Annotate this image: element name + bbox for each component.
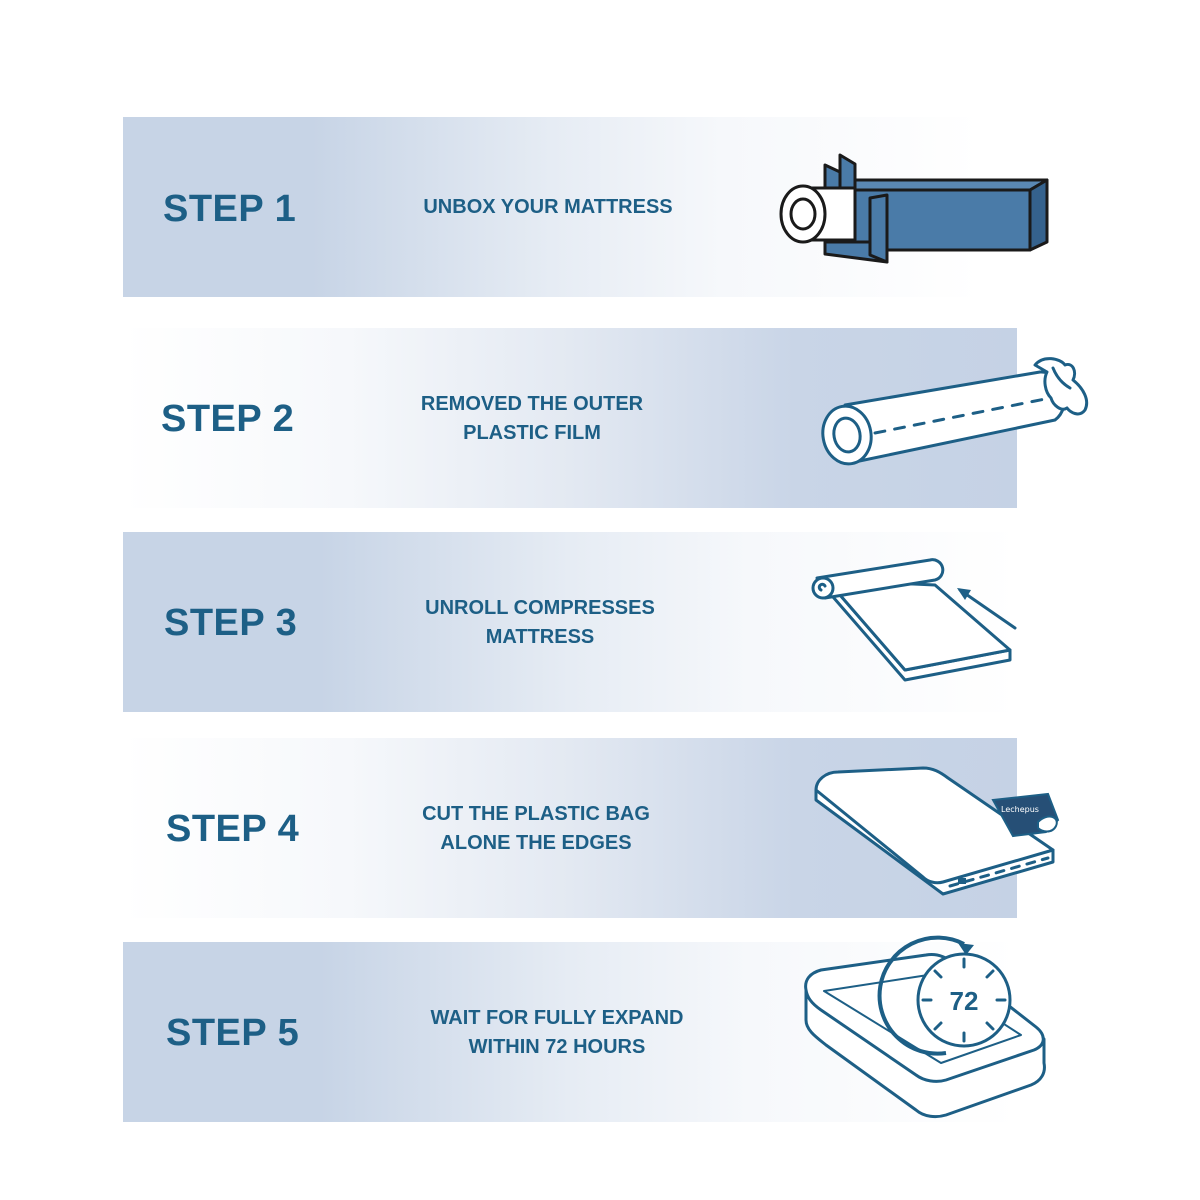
timer-hours-text: 72 [950,986,979,1016]
step-5-description: WAIT FOR FULLY EXPAND WITHIN 72 HOURS [430,1007,684,1058]
step-3-description: UNROLL COMPRESSES MATTRESS [425,597,655,648]
timer-icon: 72 [877,935,1012,1056]
step-4-description: CUT THE PLASTIC BAG ALONE THE EDGES [422,803,650,854]
step-2-description: REMOVED THE OUTER PLASTIC FILM [420,393,644,444]
cut-plastic-bag-icon: Lechepus [814,766,1060,896]
step-1-description: UNBOX YOUR MATTRESS [423,196,673,218]
rolled-mattress-hand-icon [821,357,1089,466]
step-2-label: STEP 2 [161,398,295,440]
step-1-label: STEP 1 [163,188,297,230]
step-3-label: STEP 3 [164,602,298,644]
unroll-mattress-icon [811,558,1017,682]
box-cutter-icon: Lechepus [991,792,1060,838]
boxed-mattress-roll-icon [779,153,1049,264]
step-5-label: STEP 5 [166,1012,300,1054]
cutter-brand-text: Lechepus [1001,805,1039,814]
step-4-label: STEP 4 [166,808,300,850]
expand-timer-icon: 72 [804,935,1046,1119]
